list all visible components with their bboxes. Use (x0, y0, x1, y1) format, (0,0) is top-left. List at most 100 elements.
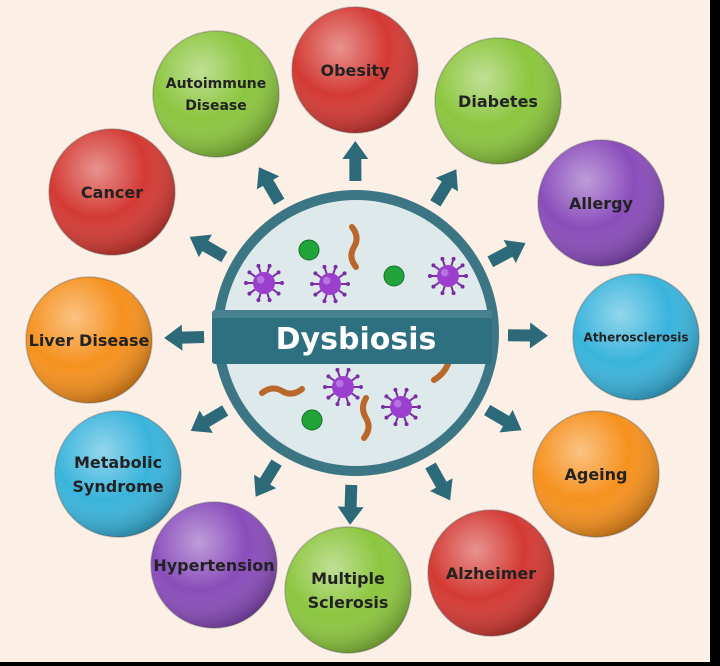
node-metabolic-syndrome-label: Metabolic (74, 453, 162, 472)
node-metabolic-syndrome-label: Syndrome (72, 477, 163, 496)
node-autoimmune-disease-shading (153, 31, 279, 157)
virus-icon (310, 264, 350, 304)
hub-band-highlight (212, 310, 492, 318)
arrow-to-metabolic-syndrome (190, 405, 229, 433)
virus-spike-tip (346, 402, 351, 407)
node-diabetes-label: Diabetes (458, 92, 538, 111)
virus-icon (428, 256, 468, 296)
node-ageing: Ageing (532, 410, 660, 538)
virus-spike-tip (342, 271, 347, 276)
virus-spike-tip (440, 291, 445, 296)
virus-spike-tip (393, 422, 398, 427)
virus-body (332, 376, 354, 398)
virus-spike-tip (313, 271, 318, 276)
node-atherosclerosis-shading (573, 274, 699, 400)
node-multiple-sclerosis-label: Sclerosis (308, 593, 389, 612)
virus-spike-tip (326, 395, 331, 400)
virus-highlight (322, 276, 331, 285)
node-liver-disease: Liver Disease (25, 276, 153, 404)
virus-highlight (335, 379, 344, 388)
virus-spike-tip (342, 292, 347, 297)
virus-spike-tip (417, 405, 421, 409)
virus-spike-tip (460, 284, 465, 289)
virus-spike-tip (335, 367, 340, 372)
virus-body (437, 265, 459, 287)
green-bacterium-icon (301, 409, 323, 431)
virus-icon (323, 367, 363, 407)
node-allergy: Allergy (537, 139, 665, 267)
virus-spike-tip (384, 415, 389, 420)
virus-spike-tip (310, 282, 314, 286)
node-hypertension-label: Hypertension (153, 556, 274, 575)
microbes-group (244, 224, 468, 441)
hub-label: Dysbiosis (276, 322, 437, 357)
hub-label-band (212, 310, 492, 364)
virus-spike-tip (431, 263, 436, 268)
node-obesity-label: Obesity (321, 61, 391, 80)
node-hypertension: Hypertension (150, 501, 278, 629)
virus-highlight (440, 268, 449, 277)
node-obesity: Obesity (291, 6, 419, 134)
node-autoimmune-disease-label: Autoimmune (166, 76, 267, 92)
arrow-to-diabetes (430, 169, 458, 207)
node-liver-disease-shading (26, 277, 152, 403)
node-alzheimer: Alzheimer (427, 509, 555, 637)
node-alzheimer-label: Alzheimer (446, 564, 536, 583)
node-multiple-sclerosis-label: Multiple (311, 569, 385, 588)
arrow-to-liver-disease (164, 324, 205, 351)
virus-spike-tip (322, 264, 327, 269)
virus-icon (244, 263, 284, 303)
virus-spike-tip (247, 291, 252, 296)
virus-icon (381, 387, 421, 427)
virus-body (319, 273, 341, 295)
node-atherosclerosis-label: Atherosclerosis (584, 330, 689, 344)
condition-nodes: ObesityDiabetesAllergyAtherosclerosisAge… (25, 6, 700, 654)
virus-spike-tip (464, 274, 468, 278)
virus-spike-tip (280, 281, 284, 285)
virus-highlight (256, 275, 265, 284)
rod-bacterium-icon (259, 385, 305, 397)
virus-spike-tip (346, 282, 350, 286)
virus-spike-tip (256, 263, 261, 268)
virus-spike-tip (355, 395, 360, 400)
arrow-to-multiple-sclerosis (337, 484, 364, 525)
virus-spike-tip (247, 270, 252, 275)
node-hypertension-shading (151, 502, 277, 628)
virus-spike-tip (451, 291, 456, 296)
arrow-group (164, 141, 548, 525)
virus-spike-tip (355, 374, 360, 379)
node-allergy-shading (538, 140, 664, 266)
virus-spike-tip (404, 422, 409, 427)
virus-spike-tip (393, 387, 398, 392)
node-cancer-shading (49, 129, 175, 255)
node-multiple-sclerosis-shading (285, 527, 411, 653)
green-bacterium-icon (298, 239, 320, 261)
node-allergy-label: Allergy (569, 194, 634, 213)
node-atherosclerosis: Atherosclerosis (572, 273, 700, 401)
virus-highlight (393, 399, 402, 408)
virus-spike-tip (431, 284, 436, 289)
virus-spike-tip (267, 263, 272, 268)
virus-spike-tip (276, 291, 281, 296)
node-cancer: Cancer (48, 128, 176, 256)
virus-body (253, 272, 275, 294)
virus-spike-tip (333, 264, 338, 269)
virus-spike-tip (404, 387, 409, 392)
rod-bacterium-icon (360, 395, 372, 441)
arrow-to-cancer (189, 234, 228, 263)
arrow-to-ageing (484, 404, 522, 433)
virus-spike-tip (346, 367, 351, 372)
virus-spike-tip (460, 263, 465, 268)
virus-spike-tip (413, 415, 418, 420)
virus-spike-tip (267, 298, 272, 303)
virus-spike-tip (384, 394, 389, 399)
node-autoimmune-disease-label: Disease (185, 98, 247, 114)
virus-spike-tip (335, 402, 340, 407)
node-ageing-label: Ageing (564, 465, 627, 484)
arrow-to-obesity (342, 141, 369, 182)
arrow-to-hypertension (254, 459, 282, 497)
virus-spike-tip (381, 405, 385, 409)
